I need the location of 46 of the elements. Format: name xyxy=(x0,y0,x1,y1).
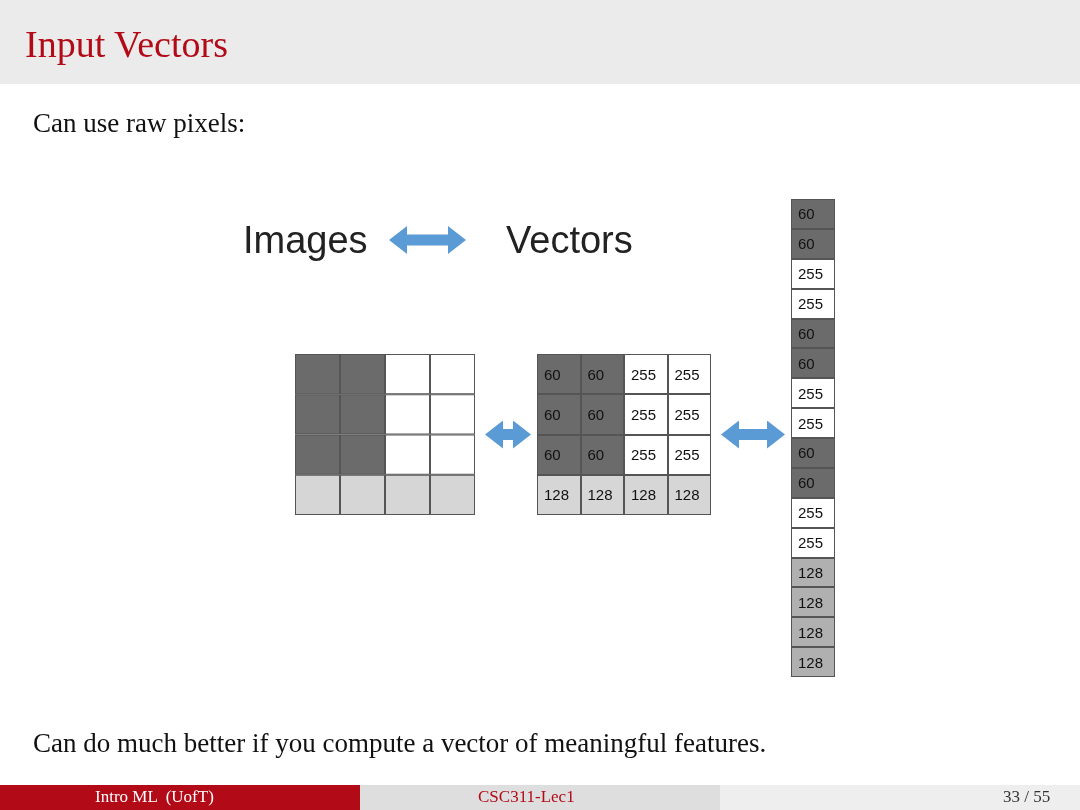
pixel-value: 255 xyxy=(791,408,835,438)
pixel-value: 255 xyxy=(667,434,711,475)
pixel-value: 255 xyxy=(667,394,711,435)
pixel-value: 128 xyxy=(580,474,624,515)
slide-title: Input Vectors xyxy=(25,22,228,66)
word-label: Images xyxy=(243,214,373,266)
pixel-value: 255 xyxy=(791,527,835,558)
double-arrow xyxy=(485,420,531,449)
pixel-value: 128 xyxy=(791,587,835,618)
word-label: Vectors xyxy=(506,214,646,266)
pixel-value: 60 xyxy=(537,354,581,395)
pixel-value: 60 xyxy=(791,438,835,468)
pixel-value: 255 xyxy=(667,354,711,395)
pixel-value: 60 xyxy=(537,434,581,475)
pixel-value: 255 xyxy=(624,354,668,395)
footer-text: 33 / 55 xyxy=(1003,787,1051,807)
pixel-value: 128 xyxy=(791,557,835,588)
pixel-value: 255 xyxy=(791,497,835,528)
double-arrow xyxy=(389,226,466,254)
body-text: Can do much better if you compute a vector of meaningful features. xyxy=(33,728,767,759)
pixel-value: 128 xyxy=(791,647,835,677)
pixel-value: 60 xyxy=(791,348,835,379)
pixel-value: 128 xyxy=(537,474,581,515)
pixel-value: 255 xyxy=(791,378,835,409)
pixel-value: 128 xyxy=(791,617,835,648)
pixel-value: 255 xyxy=(624,434,668,475)
body-text: Can use raw pixels: xyxy=(33,108,246,139)
pixel-value: 60 xyxy=(537,394,581,435)
pixel-value: 60 xyxy=(580,434,624,475)
pixel-value: 60 xyxy=(580,354,624,395)
pixel-value: 60 xyxy=(791,199,835,229)
pixel-grid-drawing xyxy=(295,354,475,515)
footer-text: CSC311-Lec1 xyxy=(478,787,575,807)
pixel-value: 255 xyxy=(624,394,668,435)
footer-text: Intro ML (UofT) xyxy=(95,787,214,807)
pixel-value: 255 xyxy=(791,258,835,289)
pixel-matrix xyxy=(537,354,711,515)
pixel-value: 128 xyxy=(624,474,668,515)
pixel-value: 60 xyxy=(791,228,835,259)
pixel-value: 60 xyxy=(791,467,835,498)
double-arrow xyxy=(721,420,785,449)
pixel-value: 128 xyxy=(667,474,711,515)
pixel-value: 60 xyxy=(791,318,835,349)
pixel-value: 60 xyxy=(580,394,624,435)
pixel-value: 255 xyxy=(791,288,835,319)
pixel-vector xyxy=(791,199,835,677)
